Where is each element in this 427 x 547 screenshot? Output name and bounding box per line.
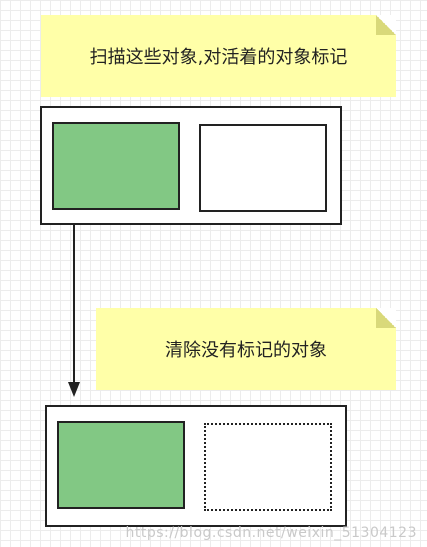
marked-object <box>52 122 180 210</box>
bottom-note: 清除没有标记的对象 <box>96 308 396 390</box>
cleared-object <box>204 423 332 511</box>
unmarked-object <box>199 124 327 212</box>
heap-after <box>45 405 347 527</box>
watermark: https://blog.csdn.net/weixin_51304123 <box>125 525 417 541</box>
top-note: 扫描这些对象,对活着的对象标记 <box>41 15 396 97</box>
heap-before <box>40 106 342 225</box>
top-note-text: 扫描这些对象,对活着的对象标记 <box>89 47 348 68</box>
note-fold-icon <box>376 308 396 328</box>
note-fold-icon <box>376 15 396 35</box>
bottom-note-text: 清除没有标记的对象 <box>165 340 327 361</box>
surviving-object <box>57 421 185 509</box>
